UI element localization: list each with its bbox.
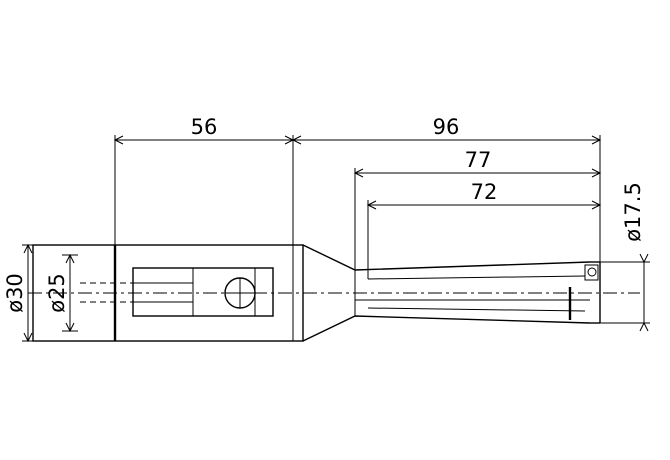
dim-text-77: 77 bbox=[465, 148, 492, 172]
taper-top-edge bbox=[302, 244, 591, 271]
shank-body bbox=[32, 244, 304, 342]
dim-text-72: 72 bbox=[471, 180, 498, 204]
tip-insert-hole bbox=[587, 267, 597, 277]
dim-text-d25: ø25 bbox=[45, 273, 69, 313]
dim-text-96: 96 bbox=[433, 115, 460, 139]
tip-insert bbox=[584, 264, 599, 281]
dim-text-d17-5: ø17.5 bbox=[621, 182, 645, 242]
inner-window bbox=[132, 267, 274, 317]
taper-inner-bottom bbox=[367, 307, 586, 312]
taper-bottom-edge bbox=[302, 315, 591, 342]
dim-arrows bbox=[23, 135, 649, 343]
dim-text-56: 56 bbox=[191, 115, 218, 139]
dim-text-d30: ø30 bbox=[3, 273, 27, 313]
taper-inner-top bbox=[367, 275, 586, 280]
